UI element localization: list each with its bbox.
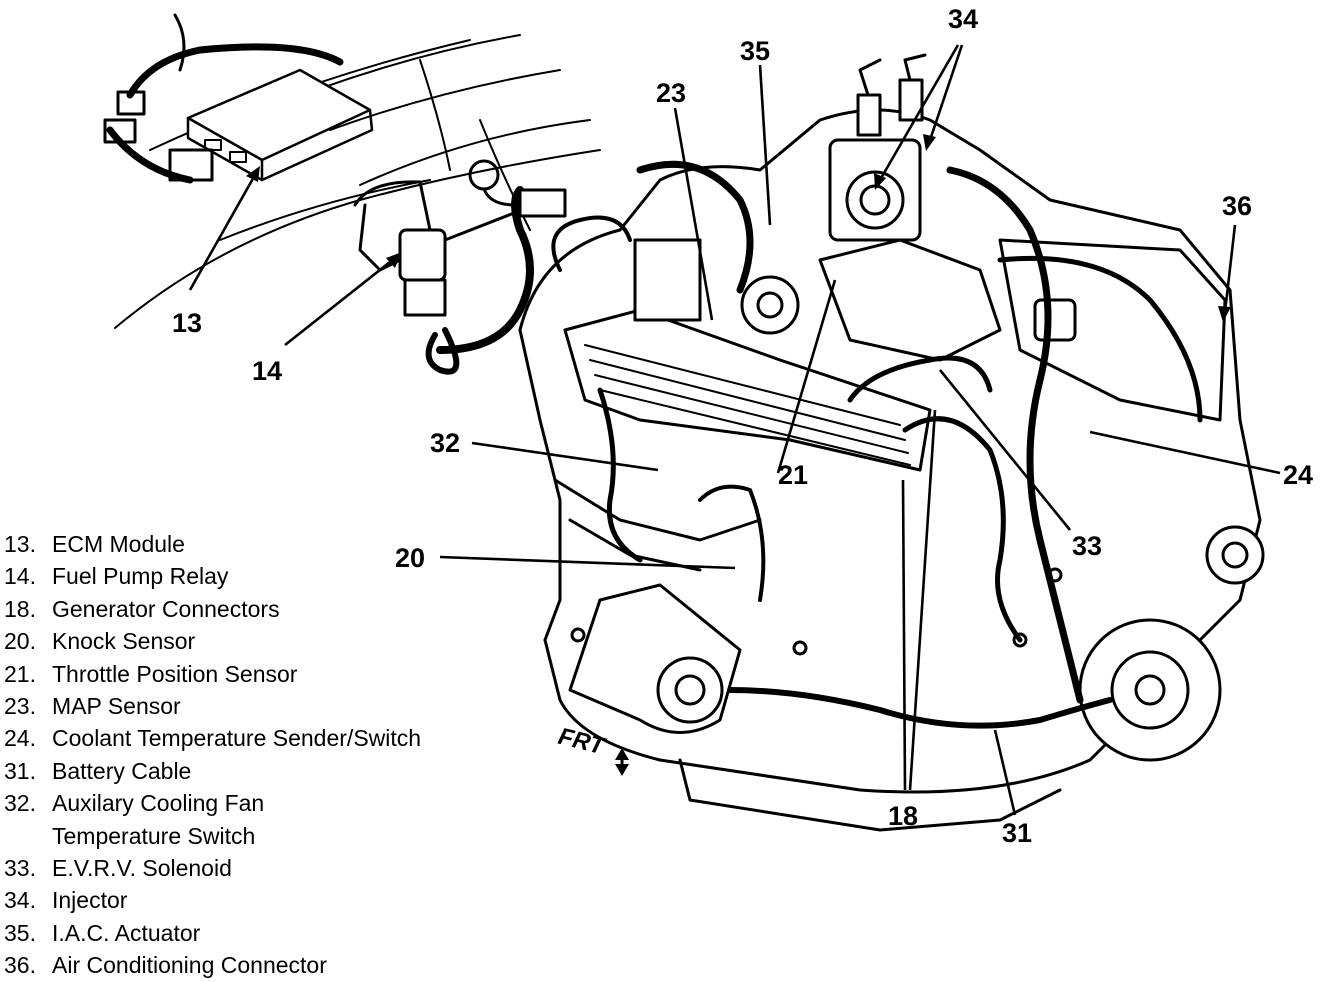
callout-13: 13 <box>172 308 202 338</box>
legend-item: 36.Air Conditioning Connector <box>4 952 327 979</box>
callout-36: 36 <box>1222 191 1252 221</box>
parts-legend: 13.ECM Module 14.Fuel Pump Relay 18.Gene… <box>4 528 421 982</box>
callout-21: 21 <box>778 460 808 490</box>
leader-18b <box>908 409 937 791</box>
callout-23: 23 <box>656 78 686 108</box>
leader-21 <box>776 279 837 474</box>
leader-23 <box>673 107 714 321</box>
leader-14 <box>284 256 396 347</box>
legend-item: 24.Coolant Temperature Sender/Switch <box>4 725 422 752</box>
callout-35: 35 <box>740 36 770 66</box>
leader-lines <box>188 44 1281 816</box>
callout-labels: 13 14 18 20 21 23 24 31 32 33 34 35 36 <box>172 4 1313 848</box>
callout-14: 14 <box>252 356 282 386</box>
leader-32 <box>471 441 659 472</box>
callout-24: 24 <box>1283 460 1313 490</box>
legend-item: 21.Throttle Position Sensor <box>4 660 298 687</box>
callout-31: 31 <box>1002 818 1032 848</box>
callout-32: 32 <box>430 428 460 458</box>
front-arrow-icon <box>615 748 629 776</box>
legend-item: 20.Knock Sensor <box>4 628 196 655</box>
leader-18a <box>901 479 907 791</box>
legend-item: 31.Battery Cable <box>4 757 192 784</box>
injector-connectors <box>856 53 927 137</box>
leader-36 <box>1223 224 1237 313</box>
callout-18: 18 <box>888 801 918 831</box>
leader-34b <box>928 44 964 141</box>
legend-item: 32.Auxilary Cooling Fan <box>4 790 265 817</box>
leader-35 <box>758 64 772 226</box>
callout-34: 34 <box>948 4 978 34</box>
callout-20: 20 <box>395 543 425 573</box>
leader-33 <box>938 369 1072 531</box>
leader-13 <box>188 174 257 291</box>
ecm-harness <box>103 13 344 184</box>
leader-24 <box>1089 430 1281 475</box>
ecm-module-drawing <box>186 68 374 182</box>
legend-item: 34.Injector <box>4 887 128 914</box>
leader-31 <box>993 729 1017 816</box>
leader-20 <box>439 555 736 570</box>
leader-34a <box>878 44 960 181</box>
callout-33: 33 <box>1072 531 1102 561</box>
legend-item: 13.ECM Module <box>4 531 185 557</box>
legend-item: 33.E.V.R.V. Solenoid <box>4 855 232 882</box>
legend-item-continuation: Temperature Switch <box>52 822 256 849</box>
legend-item: 14.Fuel Pump Relay <box>4 563 229 590</box>
legend-item: 18.Generator Connectors <box>4 595 280 622</box>
engine-wiring-harness <box>551 160 1203 729</box>
legend-item: 35.I.A.C. Actuator <box>4 919 201 946</box>
legend-item: 23.MAP Sensor <box>4 693 181 720</box>
engine-block-drawing <box>518 108 1265 832</box>
